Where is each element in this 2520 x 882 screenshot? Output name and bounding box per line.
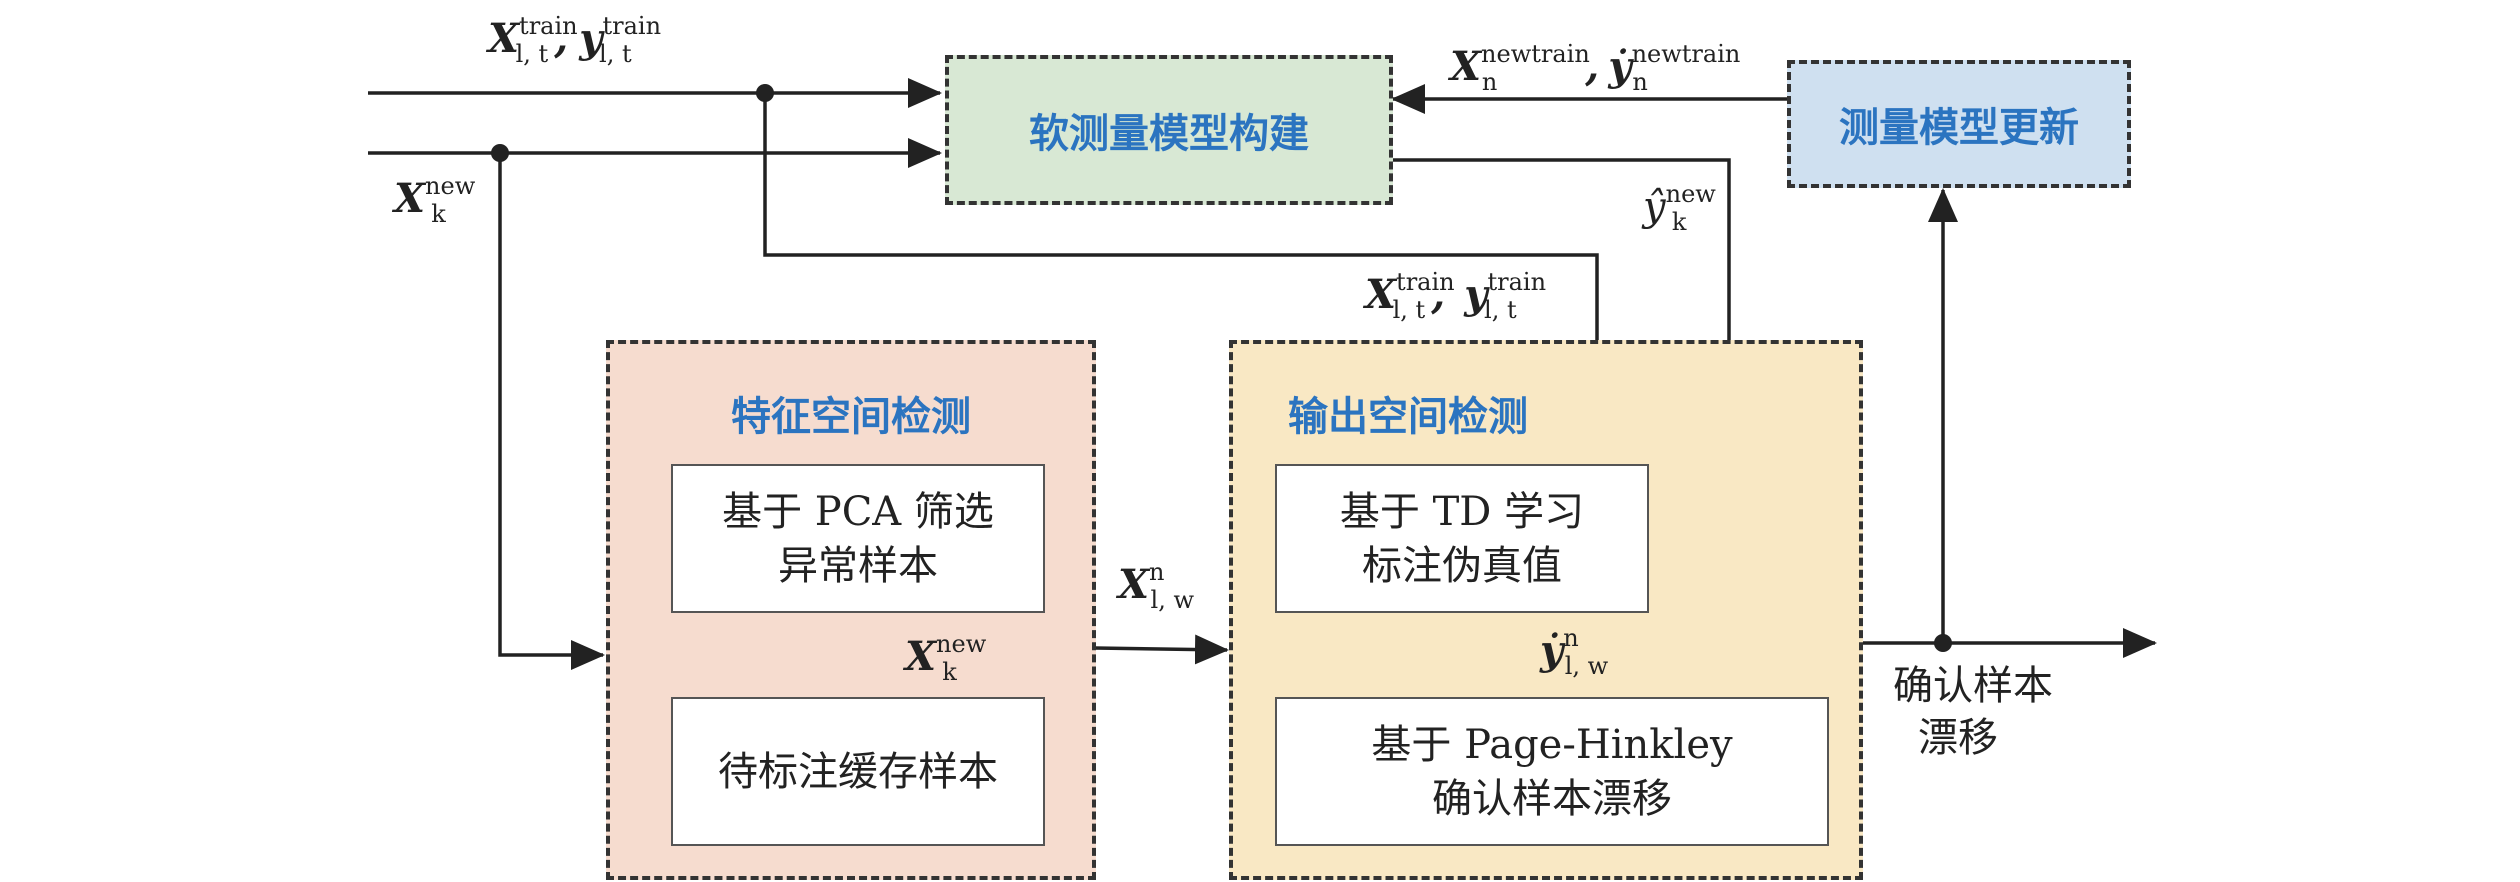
new-sample-branch-line [498, 153, 605, 670]
pseudo-label-label: ẏnl, w [1540, 624, 1609, 680]
model-build-label: 软测量模型构建 [1029, 111, 1309, 157]
ph-line-2: 确认样本漂移 [1432, 775, 1672, 822]
prediction-label: ŷnewk [1643, 180, 1716, 236]
output-space-title: 输出空间检测 [1288, 394, 1528, 440]
confirm-line-2: 漂移 [1918, 715, 1998, 761]
model-update-label: 测量模型更新 [1839, 105, 2079, 151]
cache-samples-box: 待标注缓存样本 [671, 697, 1045, 846]
cache-samples-label: 待标注缓存样本 [718, 748, 998, 795]
td-line-2: 标注伪真值 [1362, 542, 1562, 589]
feature-space-title: 特征空间检测 [731, 394, 971, 440]
train-junction-dot [756, 84, 774, 102]
window-sample-label: Xnl, w [1118, 558, 1194, 614]
confirm-line-1: 确认样本 [1893, 663, 2053, 709]
newtrain-label: Xnewtrainn, ẏnewtrainn [1450, 40, 1741, 96]
pca-line-2: 异常样本 [778, 542, 938, 589]
train-branch-label: Xtrainl, t, ytrainl, t [1365, 268, 1547, 324]
td-line-1: 基于 TD 学习 [1339, 488, 1585, 535]
pca-screening-box: 基于 PCA 筛选 异常样本 [671, 464, 1045, 613]
pca-line-1: 基于 PCA 筛选 [722, 488, 994, 535]
td-learning-box: 基于 TD 学习 标注伪真值 [1275, 464, 1649, 613]
model-update-block: 测量模型更新 [1787, 60, 2131, 188]
new-sample-label: Xnewk [394, 172, 476, 228]
train-input-label: Xtrainl, t, ytrainl, t [488, 12, 662, 68]
ph-line-1: 基于 Page-Hinkley [1371, 721, 1733, 768]
drift-junction-dot [1934, 634, 1952, 652]
model-build-block: 软测量模型构建 [945, 55, 1393, 205]
confirm-drift-label: 确认样本 漂移 [1893, 660, 2053, 764]
new-junction-dot [491, 144, 509, 162]
feature-to-output-line [1094, 634, 1229, 665]
cache-input-label: Xnewk [905, 630, 987, 686]
page-hinkley-box: 基于 Page-Hinkley 确认样本漂移 [1275, 697, 1829, 846]
